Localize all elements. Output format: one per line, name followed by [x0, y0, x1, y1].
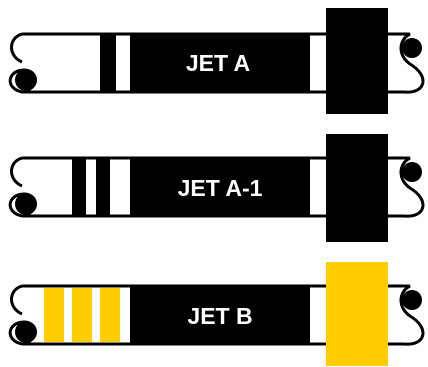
stripe-2-jet-b — [72, 288, 92, 342]
stripe-2-jet-a-1 — [96, 158, 110, 216]
pipe-end-curl-right-jet-a — [402, 38, 422, 58]
label-jet-a: JET A — [186, 50, 250, 76]
marker-jet-a: JET A — [10, 8, 423, 114]
pipe-end-curl-right-jet-b — [402, 290, 422, 310]
label-jet-b: JET B — [187, 303, 252, 329]
stripe-1-jet-b — [44, 288, 64, 342]
band-block-jet-a — [326, 8, 388, 114]
pipe-end-curl-left-jet-a — [15, 69, 37, 91]
marker-jet-a-1: JET A-1 — [10, 134, 423, 242]
band-block-jet-a-1 — [326, 134, 388, 242]
pipe-end-curl-right-jet-a-1 — [402, 162, 422, 182]
band-block-jet-b — [326, 262, 388, 366]
marker-jet-b: JET B — [10, 262, 423, 366]
label-jet-a-1: JET A-1 — [178, 175, 263, 201]
pipe-end-curl-left-jet-a-1 — [15, 193, 37, 215]
stripe-1-jet-a-1 — [72, 158, 86, 216]
stripe-3-jet-b — [100, 288, 120, 342]
stripe-1-jet-a — [100, 34, 116, 92]
pipe-end-curl-left-jet-b — [15, 321, 37, 343]
